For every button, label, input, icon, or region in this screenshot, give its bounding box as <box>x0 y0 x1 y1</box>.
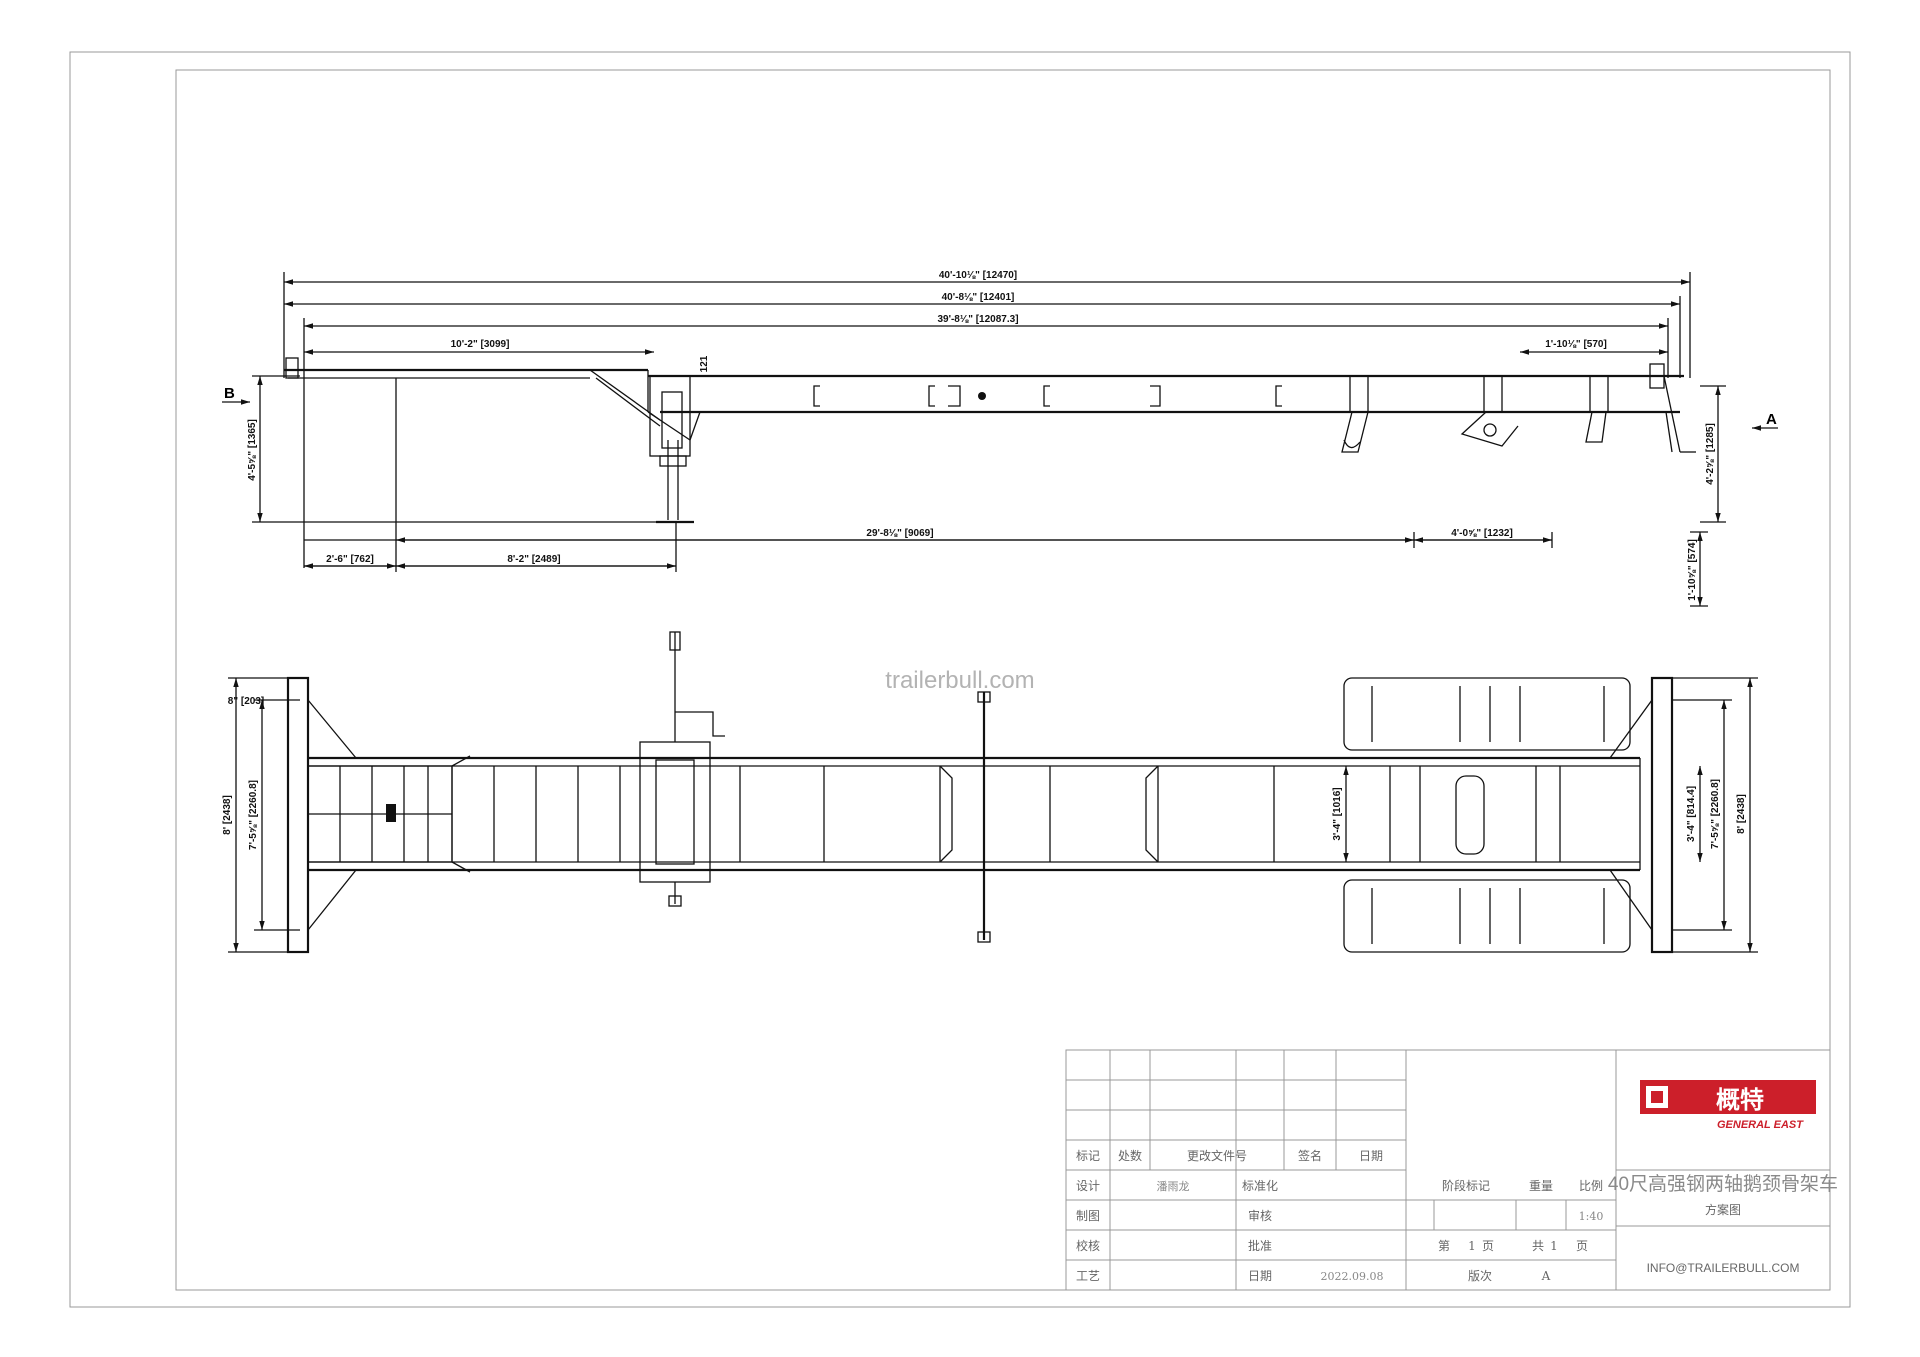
revision-value: A <box>1541 1269 1551 1283</box>
inner-frame <box>175 69 1831 1291</box>
row-design-label: 设计 <box>1076 1179 1100 1193</box>
header-change-doc: 更改文件号 <box>1187 1148 1247 1163</box>
dim-wheel: 1'-10⅝" [574] <box>1687 539 1698 601</box>
company-logo: 概特 GENERAL EAST <box>1640 1080 1816 1131</box>
wheel-group-top <box>1343 677 1631 751</box>
plan-view: 8' [2438] 7'-5⅝" [2260.8] 8" [203] 3'-4"… <box>222 631 1758 954</box>
dim-leg-to-axle: 29'-8⅛" [9069] <box>866 528 933 539</box>
dim-gooseneck: 10'-2" [3099] <box>451 339 510 350</box>
sheet-number: 1 <box>1468 1239 1476 1253</box>
row-process-date: 2022.09.08 <box>1321 1270 1384 1283</box>
dim-beam-spacing: 3'-4" [1016] <box>1332 787 1343 840</box>
view-marker-a: A <box>1766 411 1777 428</box>
dim-kingpin-depth: 121 <box>699 355 710 372</box>
header-signature: 签名 <box>1298 1148 1322 1163</box>
header-date: 日期 <box>1359 1149 1383 1163</box>
logo-english: GENERAL EAST <box>1717 1119 1804 1131</box>
sheet-unit: 页 <box>1482 1239 1494 1253</box>
dim-kingpin-to-leg: 8'-2" [2489] <box>507 554 560 565</box>
dim-axle-inner: 3'-4" [814.4] <box>1686 786 1697 842</box>
revision-label: 版次 <box>1468 1269 1492 1283</box>
wheel-group-bottom <box>1343 879 1631 953</box>
scale-label: 比例 <box>1579 1179 1603 1193</box>
total-prefix: 共 <box>1532 1239 1544 1253</box>
watermark: trailerbull.com <box>885 667 1034 694</box>
stage-label: 阶段标记 <box>1442 1178 1490 1193</box>
row-check-field: 批准 <box>1248 1238 1272 1253</box>
row-drafting-field: 审核 <box>1248 1208 1272 1223</box>
row-process-label: 工艺 <box>1076 1269 1100 1283</box>
row-drafting-label: 制图 <box>1076 1209 1100 1223</box>
side-view: 40'-10⅛" [12470] 40'-8⅛" [12401] 39'-8⅛"… <box>222 270 1778 607</box>
dim-length-3: 39'-8⅛" [12087.3] <box>937 314 1018 325</box>
dim-width-outer-right: 8' [2438] <box>1736 794 1747 834</box>
weight-label: 重量 <box>1529 1179 1553 1193</box>
dim-height-left: 4'-5⅝" [1365] <box>247 419 258 481</box>
dim-front-offset: 2'-6" [762] <box>326 554 374 565</box>
outer-frame <box>69 51 1851 1308</box>
header-count: 处数 <box>1118 1148 1142 1163</box>
drawing-subtitle: 方案图 <box>1705 1202 1741 1217</box>
row-design-field: 标准化 <box>1242 1179 1278 1193</box>
suspension-rear <box>1460 375 1519 447</box>
row-check-label: 校核 <box>1076 1238 1100 1253</box>
rear-bracket <box>1585 375 1609 443</box>
dim-overall: 40'-10⅛" [12470] <box>939 270 1017 281</box>
dim-width-inner-right: 7'-5⅝" [2260.8] <box>1710 779 1721 849</box>
dim-axle-spread: 4'-0⅝" [1232] <box>1451 528 1513 539</box>
suspension-front <box>1341 375 1369 453</box>
contact-email: INFO@TRAILERBULL.COM <box>1647 1261 1800 1275</box>
row-design-name: 潘雨龙 <box>1157 1180 1190 1193</box>
header-mark: 标记 <box>1076 1149 1100 1163</box>
dim-front-step: 8" [203] <box>228 696 264 707</box>
dim-step: 1'-10⅛" [570] <box>1545 339 1607 350</box>
logo-chinese: 概特 <box>1716 1087 1764 1114</box>
dim-length-2: 40'-8⅛" [12401] <box>942 292 1015 303</box>
drawing-title: 40尺高强钢两轴鹅颈骨架车 <box>1608 1173 1838 1195</box>
total-unit: 页 <box>1576 1239 1588 1253</box>
view-marker-b: B <box>224 385 235 402</box>
title-block: 概特 GENERAL EAST 标记 处数 更改文件号 签名 日期 设计 潘雨龙… <box>1065 1049 1838 1291</box>
sheet-prefix: 第 <box>1438 1239 1450 1253</box>
row-process-field: 日期 <box>1248 1269 1272 1283</box>
scale-value: 1:40 <box>1579 1210 1604 1223</box>
total-number: 1 <box>1550 1239 1558 1253</box>
dim-width-inner-left: 7'-5⅝" [2260.8] <box>248 780 259 850</box>
dim-height-right: 4'-2⅝" [1285] <box>1705 423 1716 485</box>
dim-width-outer-left: 8' [2438] <box>222 795 233 835</box>
